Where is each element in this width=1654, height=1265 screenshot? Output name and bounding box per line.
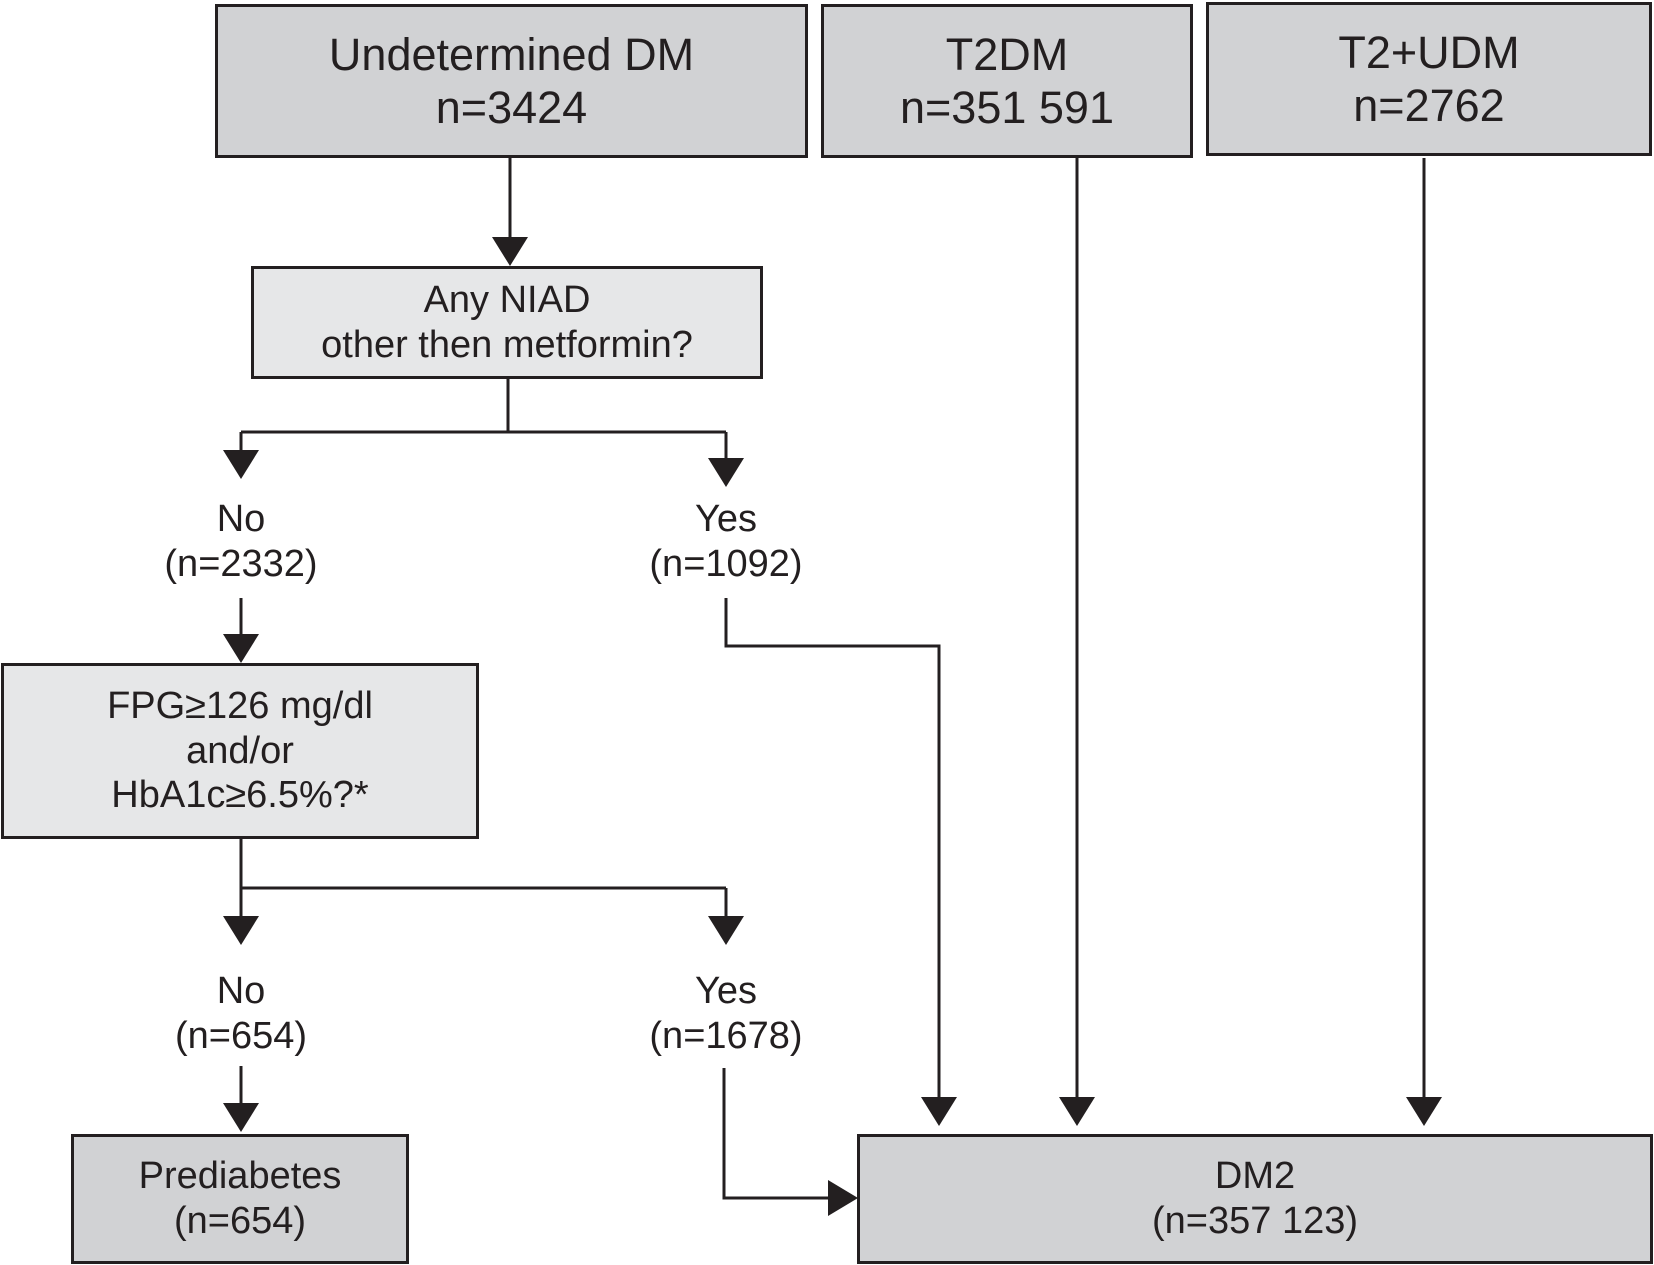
niad-yes-answer: Yes [695,498,757,540]
arrowhead-to-fpg-no [223,916,259,945]
prediabetes-box: Prediabetes (n=654) [71,1134,409,1264]
arrowhead-to-niad-no [223,450,259,479]
niad-question-line-2: other then metformin? [321,323,693,366]
arrowhead-t2udm-to-dm2 [1406,1097,1442,1126]
undetermined-dm-title: Undetermined DM [328,28,695,80]
fpg-yes-answer: Yes [695,970,757,1012]
undetermined-dm-box: Undetermined DM n=3424 [215,4,808,158]
niad-yes-branch: Yes (n=1092) [606,497,846,587]
fpg-question-line-2: and/or [186,729,294,772]
t2dm-title: T2DM [945,28,1069,80]
fpg-yes-branch: Yes (n=1678) [606,969,846,1059]
fpg-question-line-1: FPG≥126 mg/dl [107,684,373,727]
niad-no-count: (n=2332) [164,542,318,585]
t2-udm-count: n=2762 [1353,80,1505,131]
arrowhead-to-fpg-box [223,634,259,663]
fpg-question-box: FPG≥126 mg/dl and/or HbA1c≥6.5%?* [1,663,479,839]
arrowhead-to-niad-yes [708,458,744,487]
fpg-no-count: (n=654) [174,1014,308,1057]
prediabetes-count: (n=654) [173,1200,307,1242]
undetermined-dm-count: n=3424 [435,82,588,133]
arrowhead-yes-1092-to-dm2 [921,1097,957,1126]
connector-fpg-yes-to-dm2 [722,1068,830,1200]
dm2-box: DM2 (n=357 123) [857,1134,1653,1264]
prediabetes-title: Prediabetes [138,1155,342,1198]
fpg-no-answer: No [216,970,266,1012]
arrowhead-yes-1678-to-dm2 [828,1180,858,1216]
dm2-title: DM2 [1214,1155,1296,1198]
niad-yes-count: (n=1092) [649,542,803,585]
fpg-question-line-3: HbA1c≥6.5%?* [111,774,369,817]
niad-question-box: Any NIAD other then metformin? [251,266,763,379]
fpg-yes-count: (n=1678) [649,1014,803,1057]
connector-niad-yes-to-dm2 [724,598,941,1097]
dm2-count: (n=357 123) [1152,1200,1358,1242]
niad-no-branch: No (n=2332) [121,497,361,587]
t2dm-box: T2DM n=351 591 [821,4,1193,158]
arrowhead-to-fpg-yes [708,916,744,945]
t2dm-count: n=351 591 [900,82,1114,133]
niad-no-answer: No [216,498,266,540]
arrowhead-t2dm-to-dm2 [1059,1097,1095,1126]
arrowhead-to-niad-box [492,237,528,266]
connector-fpg-split [239,838,728,918]
arrowhead-to-prediabetes [223,1103,259,1132]
connector-niad-split [239,378,728,458]
t2-udm-box: T2+UDM n=2762 [1206,2,1652,156]
niad-question-line-1: Any NIAD [423,278,591,321]
t2-udm-title: T2+UDM [1338,26,1520,78]
fpg-no-branch: No (n=654) [121,969,361,1059]
